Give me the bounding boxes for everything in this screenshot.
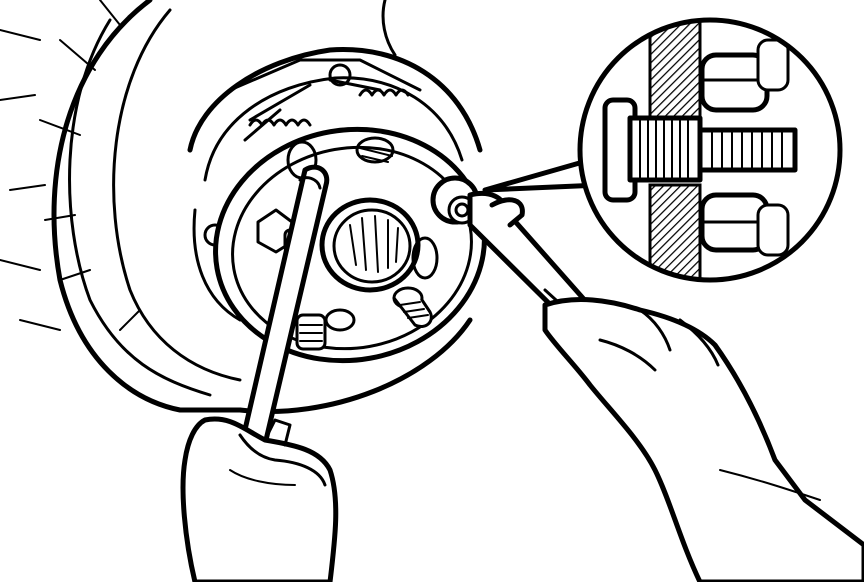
stud-bottom	[295, 313, 327, 351]
lug-nut-upper	[699, 38, 790, 113]
backing-plate	[0, 0, 473, 415]
left-hand	[180, 416, 339, 582]
flange-section-lower	[648, 183, 702, 280]
stud-bottom-right	[392, 286, 433, 328]
inset-detail	[577, 17, 843, 283]
lug-nut-lower	[699, 192, 790, 257]
right-hand	[542, 297, 864, 582]
left-wrench	[241, 164, 330, 443]
brake-assembly	[187, 47, 483, 322]
hub-stud-bolt	[602, 97, 798, 203]
